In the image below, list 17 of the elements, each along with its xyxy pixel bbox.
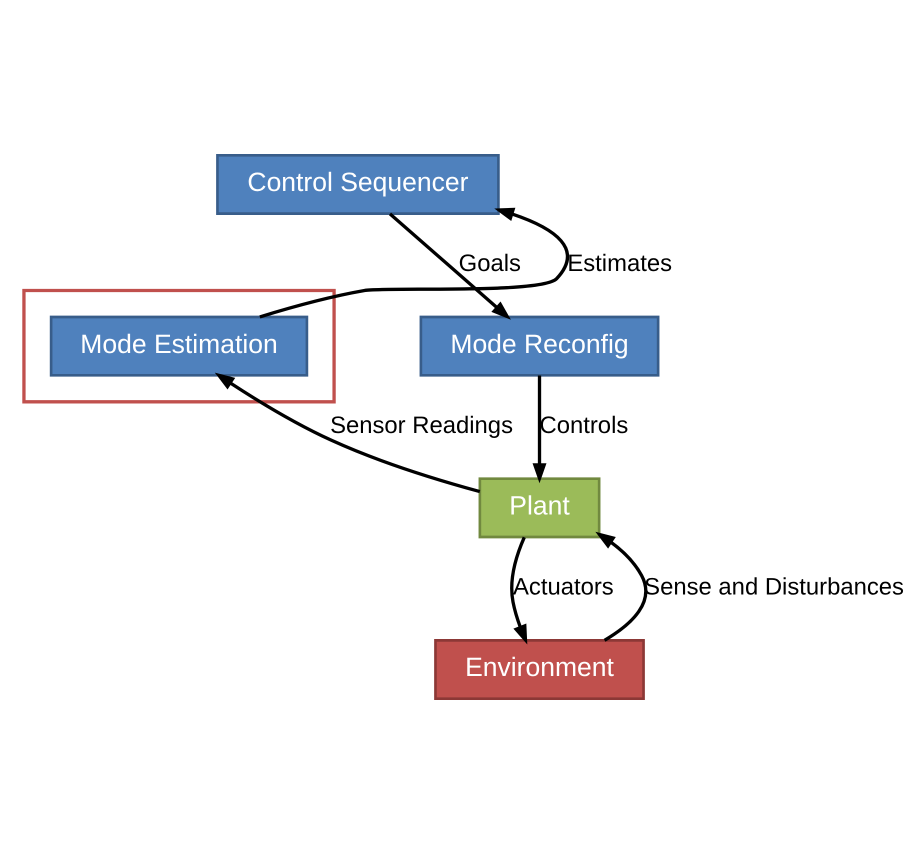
cluster bbox=[22, 288, 336, 403]
edge-label: Controls bbox=[540, 411, 628, 438]
edge-label: Goals bbox=[458, 250, 521, 277]
arrow bbox=[510, 536, 528, 644]
node-box: Environment bbox=[434, 638, 645, 700]
edge-label: Actuators bbox=[513, 573, 614, 600]
edge-label: Estimates bbox=[567, 250, 672, 277]
arrow bbox=[532, 375, 546, 483]
node-box: Control Sequencer bbox=[216, 153, 500, 214]
arrow bbox=[259, 207, 569, 318]
node-box: Mode Estimation bbox=[50, 315, 308, 376]
arrow bbox=[214, 372, 480, 493]
edge-label: Sensor Readings bbox=[330, 411, 514, 438]
node-box: Mode Reconfig bbox=[420, 315, 660, 376]
arrow bbox=[388, 212, 511, 320]
node-box: Plant bbox=[478, 476, 600, 538]
arrow bbox=[595, 531, 648, 642]
